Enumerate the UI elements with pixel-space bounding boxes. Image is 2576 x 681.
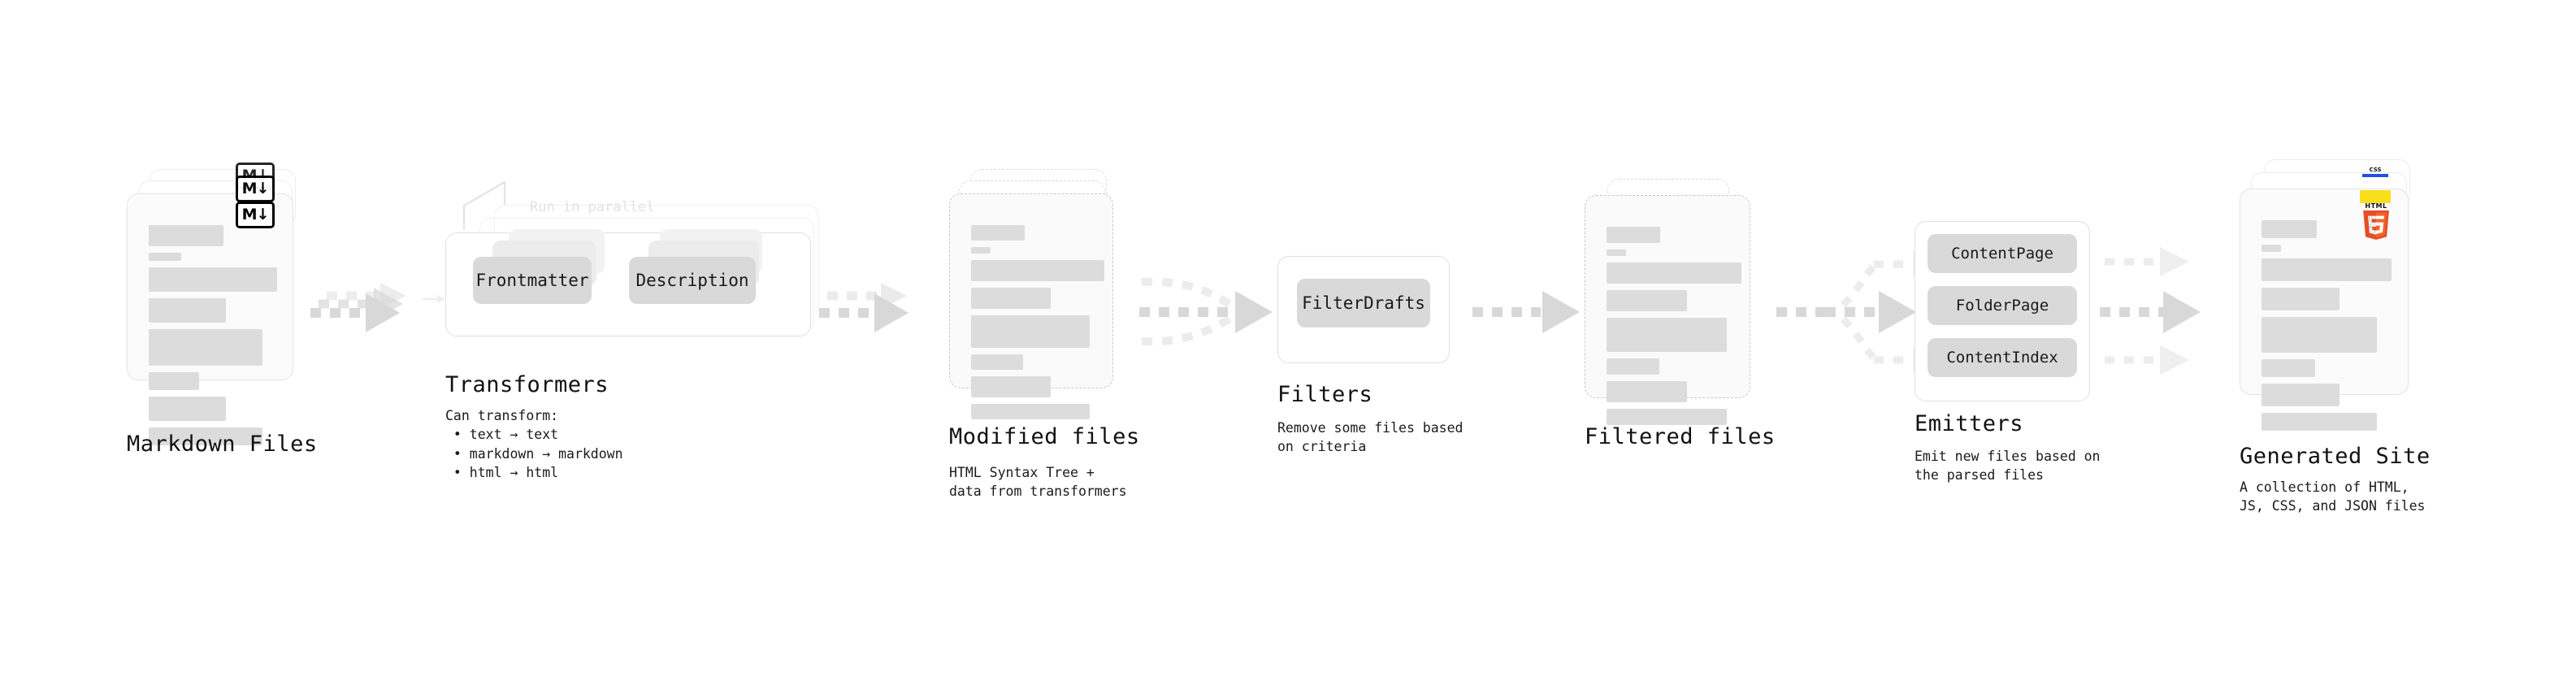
transformers-caption: Can transform: • text → text • markdown … [445,408,623,481]
filter-chip-label: FilterDrafts [1302,293,1425,313]
skeleton-bar [2262,258,2392,281]
markdown-badge-mid: M↓ [236,176,275,202]
transformers-title: Transformers [445,372,609,397]
generated-site-title: Generated Site [2240,444,2431,469]
skeleton-bar [149,329,262,366]
arrow-into-transformers-box [423,295,445,303]
transformer-chip-label: Description [635,271,749,290]
filtered-skeleton [1607,227,1741,432]
skeleton-bar [971,354,1023,370]
skeleton-bar [149,427,262,445]
arrow-transformers-to-modified [819,283,909,332]
skeleton-bar [971,260,1104,281]
arrow-modified-to-filters [1139,277,1273,346]
arrow-markdown-to-transformers [310,283,406,332]
emitter-chip-contentindex[interactable]: ContentIndex [1928,338,2077,377]
markdown-badge-label: M↓ [241,180,270,197]
skeleton-bar [1607,381,1687,402]
arrow-emitters-to-site [2100,247,2201,375]
generated-site-caption: A collection of HTML, JS, CSS, and JSON … [2240,479,2426,514]
skeleton-bar [971,404,1090,419]
emitter-chip-label: ContentPage [1951,245,2053,262]
transformer-chip-description[interactable]: Description [629,257,756,304]
markdown-badge-front: M↓ [236,202,275,228]
filters-caption: Remove some files based on criteria [1277,420,1464,455]
skeleton-bar [1607,358,1659,375]
transformer-chip-label: Frontmatter [475,271,589,290]
filters-title: Filters [1277,382,1373,407]
filter-chip-filterdrafts[interactable]: FilterDrafts [1297,279,1430,327]
skeleton-bar [971,225,1025,241]
skeleton-bar [971,315,1090,348]
markdown-badge-label: M↓ [241,206,270,223]
modified-skeleton [971,225,1104,426]
emitter-chip-contentpage[interactable]: ContentPage [1928,234,2077,273]
modified-card-front [949,193,1113,419]
skeleton-bar [2262,317,2377,353]
arrow-filters-to-filtered [1472,291,1580,333]
markdown-files-title: Markdown Files [127,432,318,457]
css-badge: CSS [2361,167,2389,178]
skeleton-bar [2262,288,2340,310]
skeleton-bar [971,247,991,254]
emitter-chip-label: FolderPage [1955,297,2049,314]
emitters-title: Emitters [1915,411,2024,436]
skeleton-bar [149,298,226,323]
transformer-chip-frontmatter[interactable]: Frontmatter [473,257,592,304]
skeleton-bar [1607,249,1626,256]
run-in-parallel-label: Run in parallel [530,199,655,215]
emitters-caption: Emit new files based on the parsed files [1915,449,2101,484]
skeleton-bar [2262,359,2315,377]
skeleton-bar [149,267,277,292]
html5-badge-label: HTML [2365,202,2387,210]
skeleton-bar [1607,318,1727,352]
skeleton-bar [2262,245,2281,252]
emitter-chip-folderpage[interactable]: FolderPage [1928,286,2077,325]
skeleton-bar [1607,227,1660,243]
site-skeleton [2262,220,2392,437]
modified-files-caption: HTML Syntax Tree + data from transformer… [949,465,1127,500]
css-badge-bar [2362,174,2388,177]
markdown-skeleton [149,225,277,452]
skeleton-bar [1607,262,1741,284]
skeleton-bar [149,253,181,261]
js-badge [2360,190,2391,203]
skeleton-bar [2262,384,2340,406]
filtered-card-front [1585,195,1750,425]
skeleton-bar [149,397,226,421]
modified-files-title: Modified files [949,424,1140,449]
filtered-files-title: Filtered files [1585,424,1776,449]
css-badge-label: CSS [2369,167,2382,173]
skeleton-bar [971,288,1051,309]
emitter-chip-label: ContentIndex [1946,349,2058,367]
skeleton-bar [2262,220,2317,238]
skeleton-bar [149,225,223,246]
html5-badge: HTML [2360,203,2392,241]
skeleton-bar [971,376,1051,397]
skeleton-bar [1607,409,1727,425]
skeleton-bar [2262,413,2377,431]
skeleton-bar [149,372,199,390]
skeleton-bar [1607,290,1687,311]
html5-shield-icon [2363,210,2389,240]
